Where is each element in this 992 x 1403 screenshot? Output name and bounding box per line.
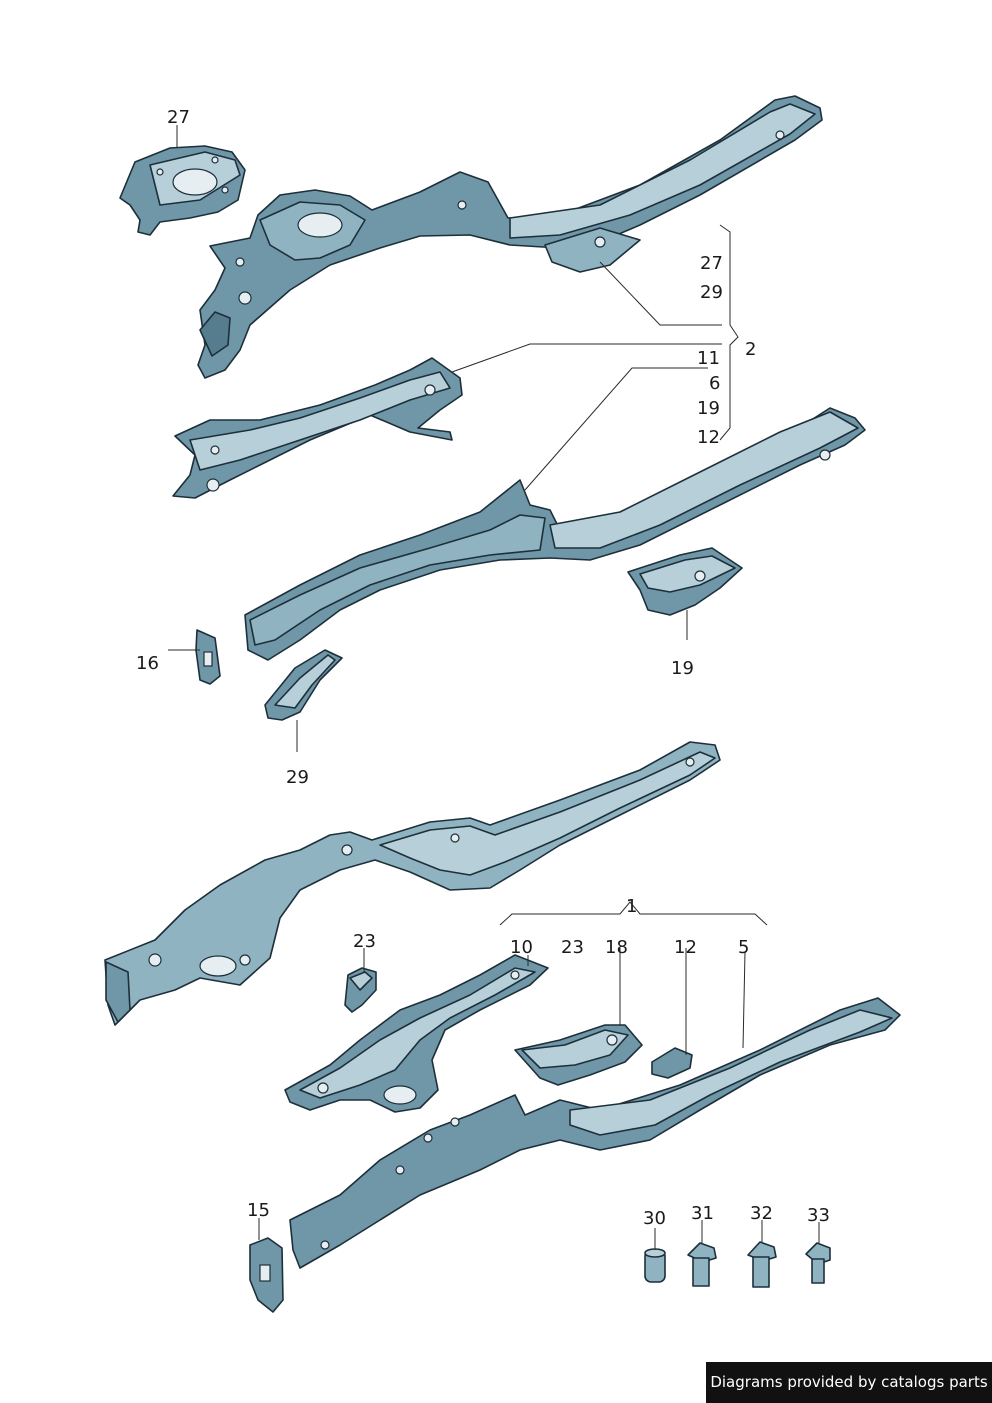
callout-27: 27 <box>167 107 190 128</box>
callout-19: 19 <box>671 658 694 679</box>
callout-32: 32 <box>750 1203 773 1224</box>
leader-lines <box>168 125 820 1250</box>
callout-27: 27 <box>700 253 723 274</box>
part-29-bracket[interactable] <box>264 649 343 721</box>
part-15-plate[interactable] <box>249 1237 284 1313</box>
callout-10: 10 <box>510 937 533 958</box>
callout-12: 12 <box>674 937 697 958</box>
callout-15: 15 <box>247 1200 270 1221</box>
callout-29: 29 <box>286 767 309 788</box>
part-23-bracket[interactable] <box>344 967 377 1013</box>
callout-16: 16 <box>136 653 159 674</box>
part-27-bracket[interactable] <box>119 145 246 236</box>
callout-6: 6 <box>709 373 720 394</box>
callout-23: 23 <box>561 937 584 958</box>
part-30-plug[interactable] <box>644 1248 666 1283</box>
part-18-bracket-cup[interactable] <box>514 1024 643 1086</box>
callout-31: 31 <box>691 1203 714 1224</box>
attribution-footer: Diagrams provided by catalogs parts <box>706 1362 992 1403</box>
part-11-reinforcement[interactable] <box>172 357 463 499</box>
part-5-longitudinal-member[interactable] <box>289 997 901 1269</box>
callout-5: 5 <box>738 937 749 958</box>
part-12-plate[interactable] <box>651 1047 693 1079</box>
callout-19: 19 <box>697 398 720 419</box>
part-31-bolt[interactable] <box>687 1242 717 1287</box>
part-33-bolt[interactable] <box>805 1242 831 1284</box>
callout-29: 29 <box>700 282 723 303</box>
callout-33: 33 <box>807 1205 830 1226</box>
part-2-upper-rail-assembly[interactable] <box>197 95 823 379</box>
callout-12: 12 <box>697 427 720 448</box>
part-6-longitudinal-member[interactable] <box>244 407 866 661</box>
part-1-frame-assembly[interactable] <box>104 741 721 1026</box>
callout-30: 30 <box>643 1208 666 1229</box>
callout-2: 2 <box>745 339 756 360</box>
callout-1: 1 <box>626 896 637 917</box>
part-19-bracket-cup[interactable] <box>627 547 743 616</box>
callout-18: 18 <box>605 937 628 958</box>
callout-23: 23 <box>353 931 376 952</box>
callout-11: 11 <box>697 348 720 369</box>
callout-labels: 27 27 29 2 11 6 19 12 16 19 29 1 23 10 2… <box>136 107 830 1229</box>
part-16-plate[interactable] <box>195 629 221 685</box>
part-10-member[interactable] <box>284 954 549 1113</box>
part-32-bolt[interactable] <box>747 1241 777 1288</box>
